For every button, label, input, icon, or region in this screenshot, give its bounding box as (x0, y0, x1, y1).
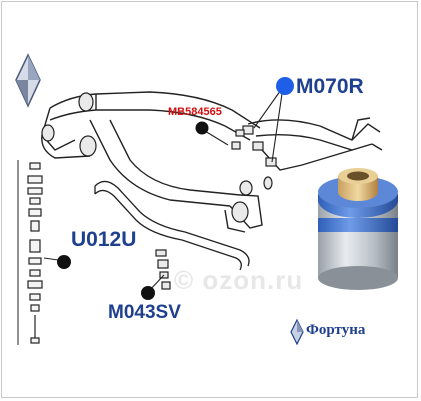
crossmember (41, 91, 263, 233)
bushing-photo (318, 168, 398, 290)
marker-dot-u012u (57, 255, 71, 269)
parts-stack (27, 162, 43, 344)
stabilizer-link (155, 249, 171, 290)
label-m070r: M070R (296, 75, 364, 98)
marker-dot-m070r (276, 77, 294, 95)
watermark: © ozon.ru (174, 265, 304, 295)
crossmember-bushings (41, 92, 253, 223)
brand-logo-icon (290, 318, 304, 346)
label-u012u: U012U (71, 228, 137, 251)
marker-dot-m043sv (141, 286, 155, 300)
label-m043sv: M043SV (108, 302, 181, 323)
marker-dot-mb584565 (195, 121, 209, 135)
brand-name: Фортуна (306, 322, 366, 338)
rhombus-logo-icon (15, 53, 41, 108)
label-mb584565: MB584565 (168, 106, 222, 118)
stabilizer-bar (94, 180, 250, 271)
upper-arm-bushings (231, 125, 277, 190)
